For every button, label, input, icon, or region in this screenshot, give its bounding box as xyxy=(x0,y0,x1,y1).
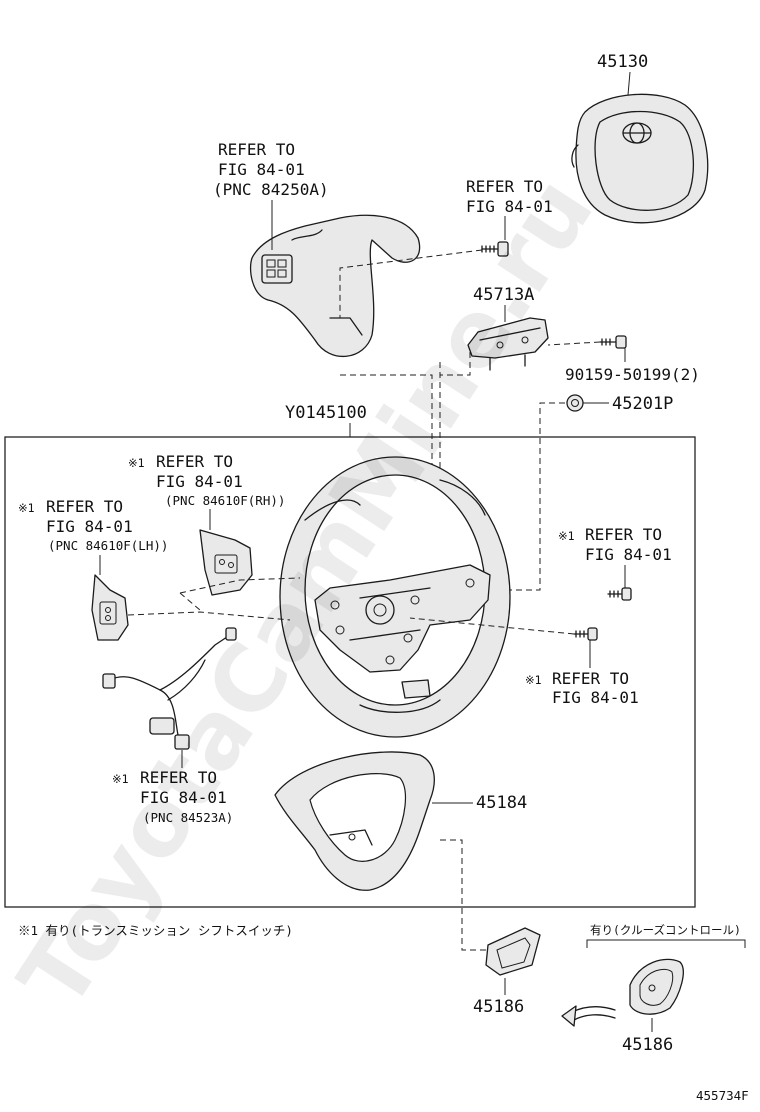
ref-switch-top-line2: FIG 84-01 xyxy=(218,160,305,179)
part-number-nut: 45201P xyxy=(612,394,673,414)
part-number-assembly: Y0145100 xyxy=(285,403,367,423)
part-number-lower-cover: 45184 xyxy=(476,793,527,813)
ref-paddle-rh-line2: FIG 84-01 xyxy=(156,472,243,491)
paddle-shift-lh[interactable] xyxy=(91,574,129,641)
ref-paddle-rh-mark: ※1 xyxy=(128,456,145,470)
ref-paddle-lh-line2: FIG 84-01 xyxy=(46,517,133,536)
ref-paddle-rh-line3: (PNC 84610F(RH)) xyxy=(165,493,285,508)
ref-bolt-right1-mark: ※1 xyxy=(558,529,575,543)
ref-harness-line1: REFER TO xyxy=(140,768,217,787)
part-number-bracket: 45713A xyxy=(473,285,534,305)
switch-bezel-upper[interactable] xyxy=(249,214,421,357)
ref-paddle-rh-line1: REFER TO xyxy=(156,452,233,471)
ref-bolt-right1-line1: REFER TO xyxy=(585,525,662,544)
ref-harness-mark: ※1 xyxy=(112,772,129,786)
cruise-note: 有り(クルーズコントロール) xyxy=(590,923,741,937)
ref-bolt-right2-mark: ※1 xyxy=(525,673,542,687)
ref-harness-line2: FIG 84-01 xyxy=(140,788,227,807)
ref-bolt-top-line1: REFER TO xyxy=(466,177,543,196)
figure-id: 455734F xyxy=(696,1088,749,1103)
footnote-text: ※1 有り(トランスミッション シフトスイッチ) xyxy=(18,923,293,938)
replacement-arrow xyxy=(561,1005,616,1027)
ref-paddle-lh-mark: ※1 xyxy=(18,501,35,515)
bolt-right-lower[interactable] xyxy=(573,627,598,641)
bolt-right-upper[interactable] xyxy=(607,587,632,601)
ref-paddle-lh-line3: (PNC 84610F(LH)) xyxy=(48,538,168,553)
cover-45186-left[interactable] xyxy=(485,927,541,976)
ref-bolt-right1-line2: FIG 84-01 xyxy=(585,545,672,564)
part-number-screw: 90159-50199(2) xyxy=(565,365,700,384)
bracket-45713A[interactable] xyxy=(467,317,549,371)
part-number-cover-left: 45186 xyxy=(473,997,524,1017)
ref-switch-top-line3: (PNC 84250A) xyxy=(213,180,329,199)
part-number-airbag: 45130 xyxy=(597,52,648,72)
airbag-45130[interactable] xyxy=(571,93,709,224)
steering-wheel[interactable] xyxy=(279,456,511,738)
nut-45201P[interactable] xyxy=(566,394,584,412)
ref-paddle-lh-line1: REFER TO xyxy=(46,497,123,516)
paddle-shift-rh[interactable] xyxy=(199,529,253,596)
cover-45186-right[interactable] xyxy=(629,958,684,1015)
ref-bolt-right2-line1: REFER TO xyxy=(552,669,629,688)
ref-harness-line3: (PNC 84523A) xyxy=(143,810,233,825)
ref-switch-top-line1: REFER TO xyxy=(218,140,295,159)
wire-harness[interactable] xyxy=(102,627,237,750)
lower-cover-45184[interactable] xyxy=(274,751,435,891)
screw-90159[interactable] xyxy=(599,335,627,349)
bolt-top[interactable] xyxy=(481,241,509,257)
ref-bolt-right2-line2: FIG 84-01 xyxy=(552,688,639,707)
part-number-cover-right: 45186 xyxy=(622,1035,673,1055)
ref-bolt-top-line2: FIG 84-01 xyxy=(466,197,553,216)
